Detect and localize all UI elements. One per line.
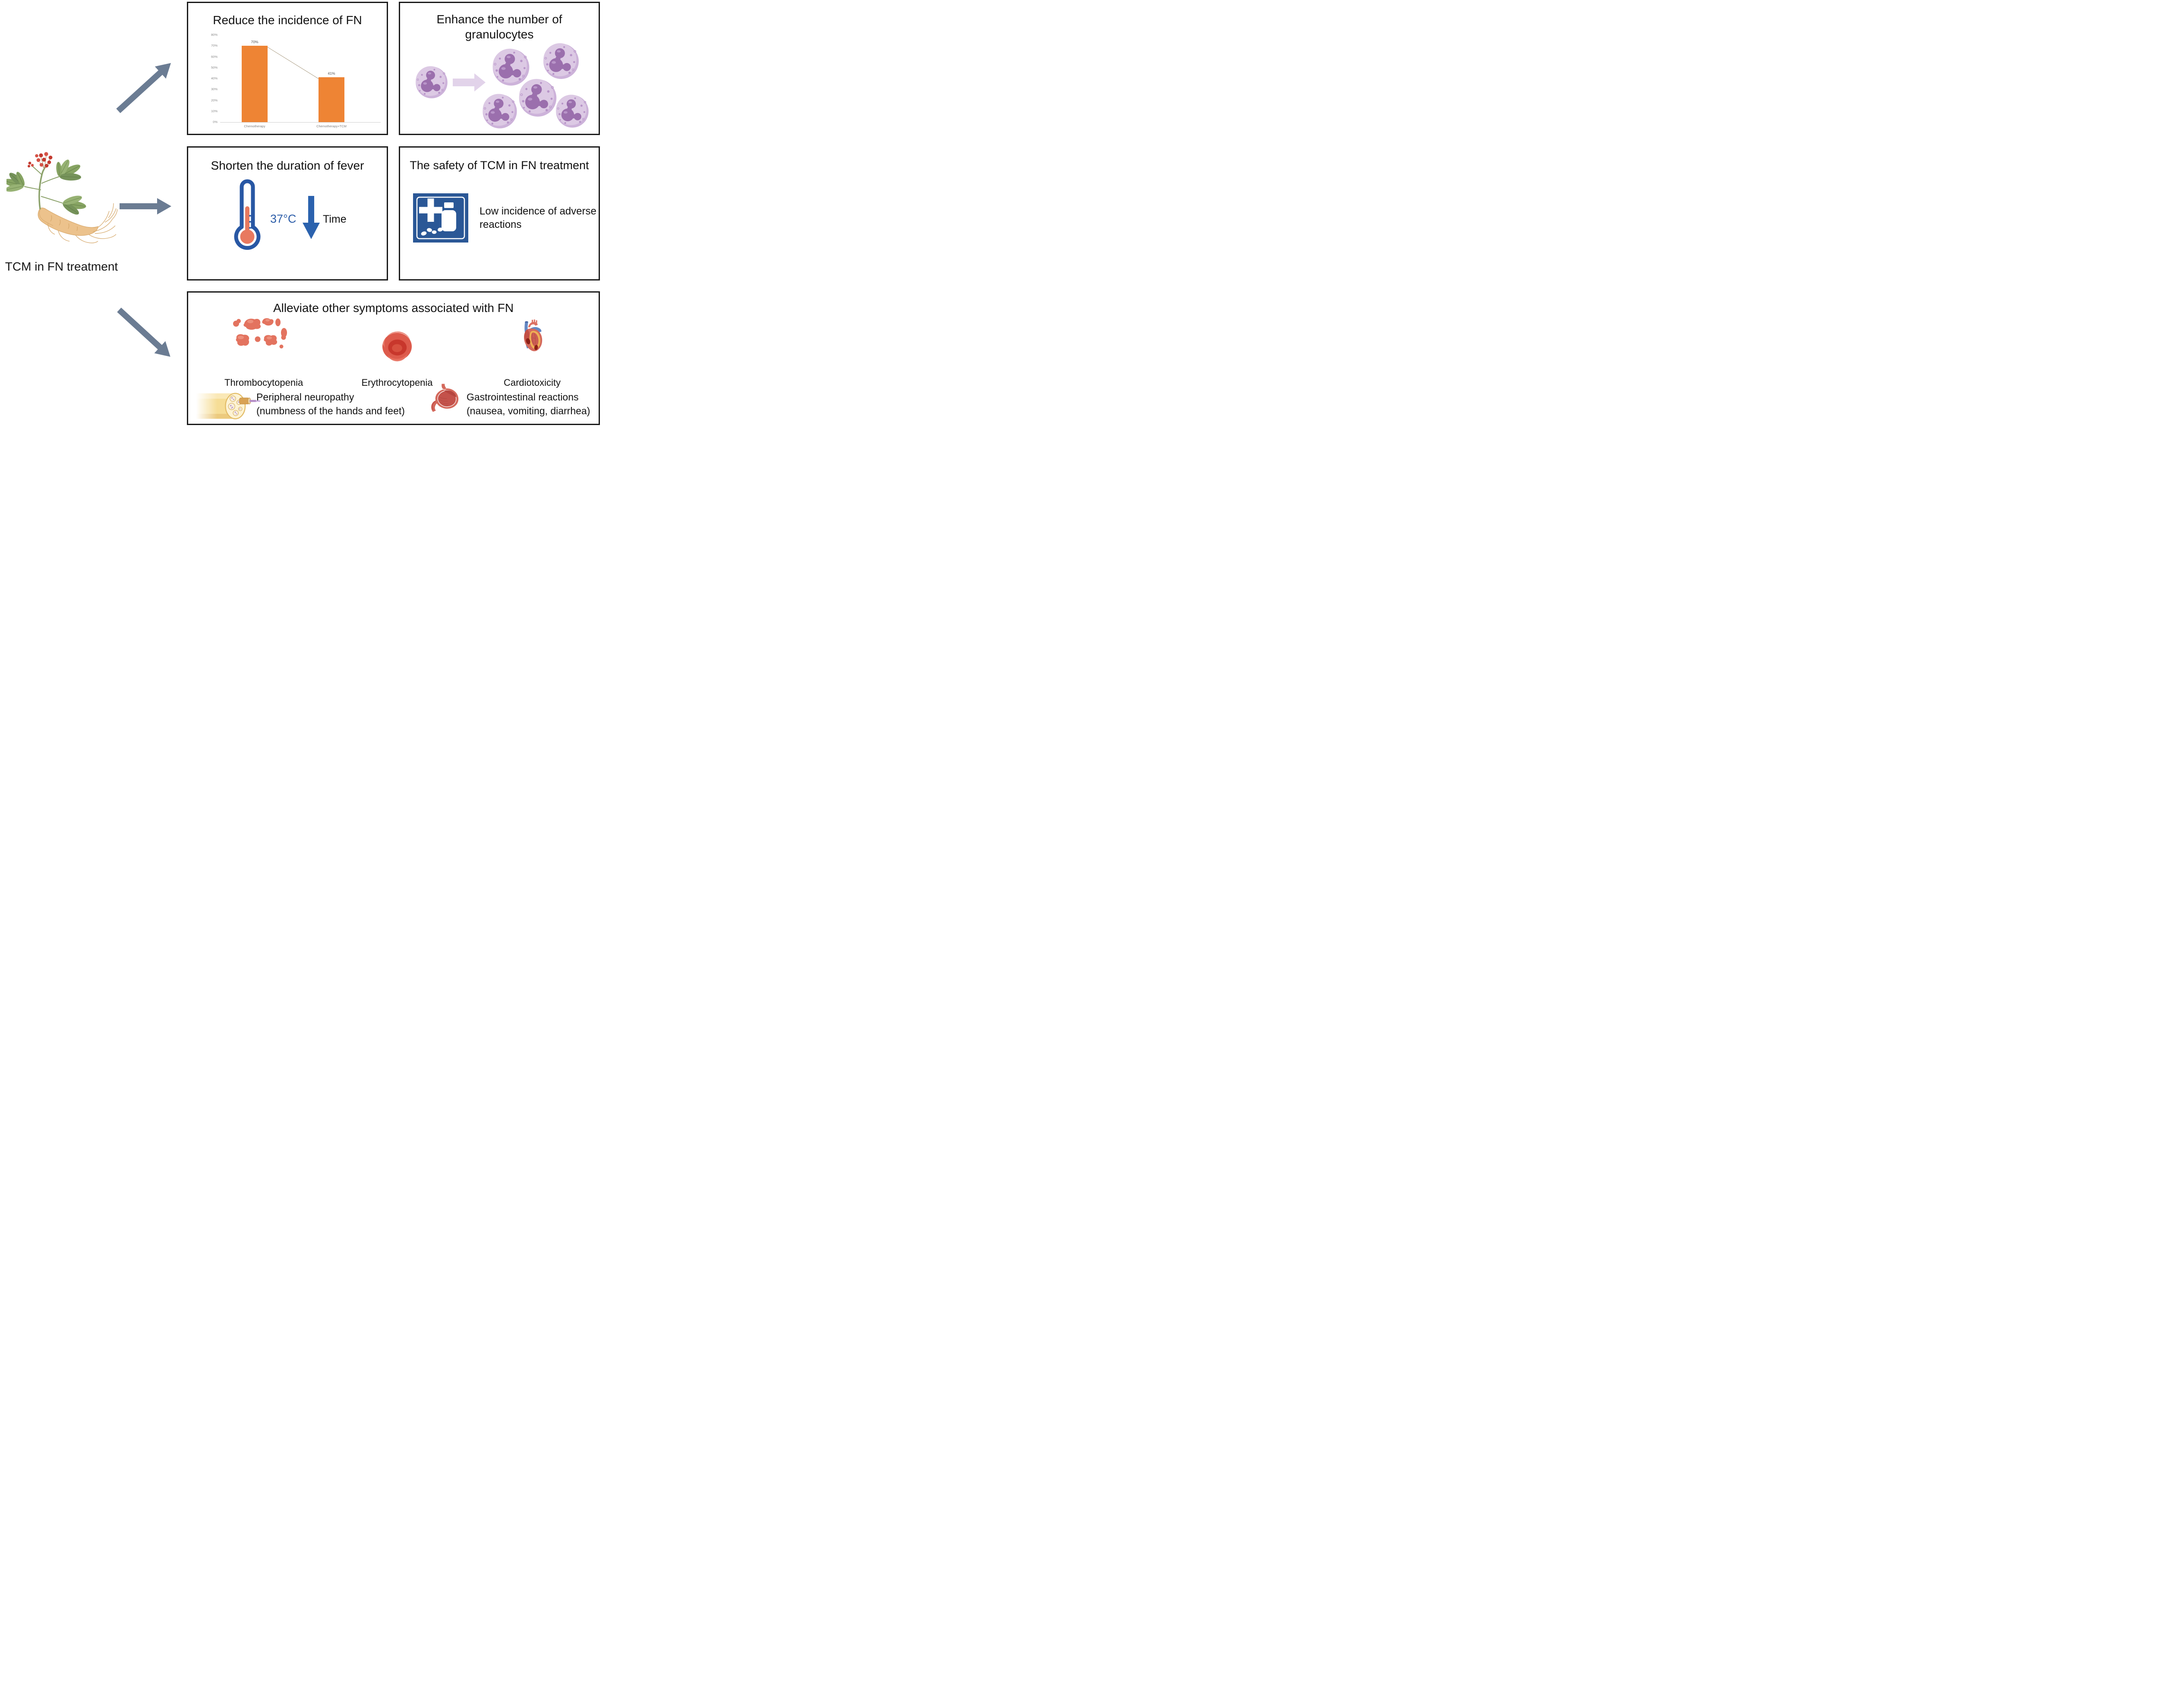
panel-title-fever: Shorten the duration of fever [211, 159, 364, 172]
bar-value-label: 41% [328, 71, 335, 76]
symptom-label-thrombocytopenia: Thrombocytopenia [224, 377, 303, 388]
symptom-label-cardiotoxicity: Cardiotoxicity [503, 377, 561, 388]
cross-icon [419, 199, 442, 222]
time-down-arrow-icon [303, 196, 320, 239]
y-axis-tick-label: 80% [211, 33, 218, 37]
granulocyte-cell-icon [415, 66, 448, 99]
y-axis-tick-label: 20% [211, 98, 218, 102]
y-axis-tick-label: 50% [211, 65, 218, 69]
panel-title-symptoms: Alleviate other symptoms associated with… [273, 301, 514, 315]
y-axis-tick-label: 30% [211, 87, 218, 91]
arrow-down-right-icon [117, 307, 170, 357]
granulocyte-cell-icon [543, 43, 579, 79]
trend-connector-line [267, 47, 319, 79]
figure-canvas: TCM in FN treatment Reduce the incidence… [0, 0, 601, 427]
symptom-label-erythrocytopenia: Erythrocytopenia [361, 377, 433, 388]
ginseng-leaves [6, 159, 86, 215]
bar-value-label: 70% [251, 40, 259, 44]
y-axis-tick-label: 0% [213, 120, 218, 124]
temperature-label: 37°C [270, 212, 297, 225]
granulocyte-cell-icon [482, 94, 517, 129]
panel-granulocytes: Enhance the number of granulocytes [399, 2, 600, 135]
x-axis-category-label: Chemotherapy [244, 124, 265, 128]
safety-note: Low incidence of adverse reactions [480, 205, 596, 230]
increase-arrow-icon [453, 73, 486, 91]
panel-title-granulocytes: Enhance the number of granulocytes [436, 13, 562, 41]
granulocytes-illustration [415, 43, 589, 129]
time-label: Time [323, 213, 347, 225]
x-axis-category-label: Chemotherapy+TCM [316, 124, 347, 128]
arrow-right-icon [120, 198, 171, 214]
bar-chart: 0% 10% 20% 30% 40% 50% 60% 70% 80% 70% Chemotherap… [192, 28, 385, 132]
stomach-icon [431, 384, 459, 412]
thermometer-icon [234, 179, 261, 250]
y-axis-tick-label: 70% [211, 44, 218, 48]
granulocyte-cell-icon [555, 94, 589, 128]
granulocyte-cell-icon [519, 79, 557, 117]
granulocyte-cell-icon [492, 48, 530, 86]
heart-icon [524, 319, 543, 351]
panel-symptoms: Alleviate other symptoms associated with… [187, 291, 600, 425]
panel-safety: The safety of TCM in FN treatment Low in… [399, 146, 600, 280]
y-axis-tick-label: 60% [211, 54, 218, 59]
symptom-label-gastrointestinal: Gastrointestinal reactions (nausea, vomi… [467, 391, 590, 416]
red-blood-cell-icon [382, 331, 412, 362]
x-axis-line [220, 122, 381, 123]
panel-title-safety: The safety of TCM in FN treatment [410, 159, 589, 172]
panel-reduce-incidence: Reduce the incidence of FN 0% 10% 20% 30% 40… [187, 2, 388, 135]
ginseng-berries [28, 152, 53, 168]
symptom-label-neuropathy: Peripheral neuropathy (numbness of the h… [256, 391, 405, 416]
ginseng-plant-icon [6, 152, 118, 243]
y-axis-tick-label: 10% [211, 109, 218, 113]
platelets-icon [233, 318, 287, 349]
arrow-up-right-icon [116, 63, 171, 113]
medicine-sign-icon [413, 193, 468, 243]
panel-fever: Shorten the duration of fever 37°C Time [187, 146, 388, 280]
pills-icon [421, 227, 443, 236]
pill-bottle-icon [442, 202, 456, 231]
source-label: TCM in FN treatment [5, 260, 118, 273]
bar-Chemotherapy [242, 46, 268, 122]
nerve-icon [196, 392, 261, 420]
y-axis-tick-label: 40% [211, 76, 218, 80]
bar-Chemotherapy+TCM [319, 77, 344, 122]
panel-title-reduce-incidence: Reduce the incidence of FN [213, 13, 362, 27]
